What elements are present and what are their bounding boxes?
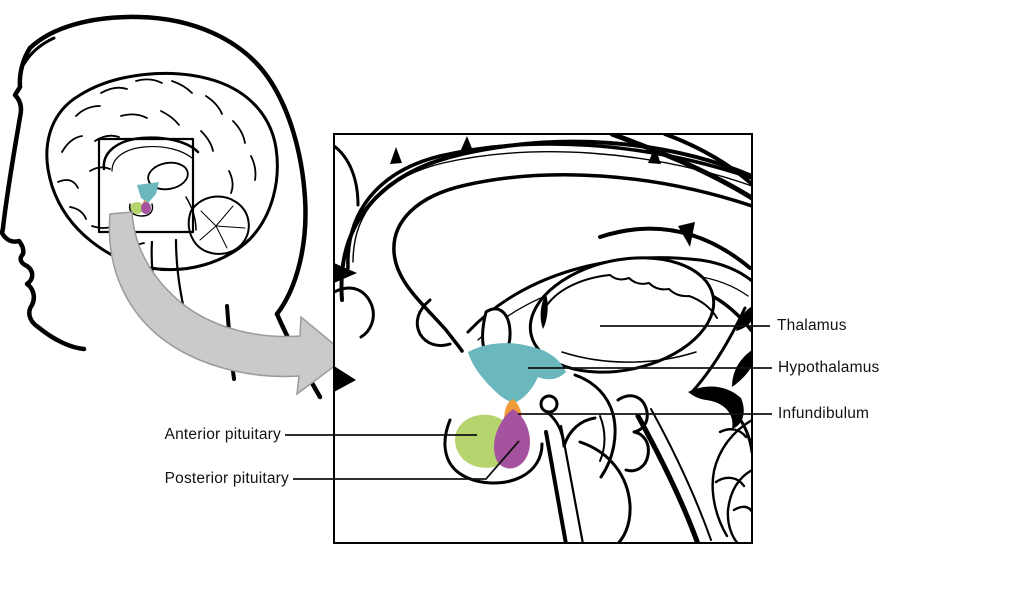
- mini-cerebellum-folia: [199, 205, 246, 249]
- mammillary-body: [539, 394, 559, 414]
- clivus-line-2: [559, 424, 584, 543]
- posterior-pituitary-shape: [494, 409, 530, 469]
- face-profile: [0, 45, 87, 352]
- cortex-arc-left: [334, 144, 360, 207]
- corpus-callosum-outer-double: [352, 151, 752, 263]
- label-hypothalamus: Hypothalamus: [778, 359, 880, 376]
- magnify-arrow: [108, 211, 350, 396]
- dorsum-sellae-2: [562, 416, 597, 448]
- mini-posterior-pituitary-shape: [141, 202, 151, 214]
- pons-outline: [578, 440, 632, 543]
- brain-outline: [45, 71, 279, 272]
- tentorium-line: [690, 306, 747, 394]
- cortex-gyrus-left-low: [334, 286, 375, 339]
- mini-thalamus: [147, 161, 189, 191]
- colliculi: [616, 394, 650, 473]
- zoom-rectangle: [97, 137, 195, 234]
- leader-line-posterior-pituitary: [293, 440, 520, 480]
- brain-gyri: [57, 78, 257, 246]
- cortex-band-tr-3: [598, 226, 752, 270]
- label-infundibulum: Infundibulum: [778, 405, 870, 422]
- mini-hypothalamus-shape: [137, 182, 159, 203]
- thalamus-lower-line: [561, 351, 697, 363]
- thalamus-inner-wave: [544, 274, 718, 319]
- corpus-callosum-inner: [392, 173, 752, 353]
- velum-line-2: [650, 408, 712, 541]
- cortex-spike-tr-2: [678, 222, 695, 247]
- label-thalamus: Thalamus: [777, 317, 847, 334]
- mini-pituitary-outline: [128, 203, 154, 217]
- mini-cerebellum: [187, 195, 250, 255]
- detail-view: [285, 133, 772, 544]
- cortex-spike-left-2: [334, 366, 356, 392]
- label-posterior-pituitary: Posterior pituitary: [164, 470, 289, 487]
- velum-line-1: [635, 413, 701, 543]
- label-anterior-pituitary: Anterior pituitary: [164, 426, 281, 443]
- cerebellum-arbor-vitae: [711, 418, 752, 543]
- clivus-line-1: [544, 430, 568, 543]
- thalamus-crescent: [540, 294, 548, 329]
- corpus-callosum-outer: [346, 142, 752, 270]
- hypothalamus-shape: [468, 343, 566, 403]
- mini-anterior-pituitary-shape: [130, 202, 144, 214]
- mini-corpus-callosum-inner: [111, 145, 193, 172]
- head-figure: [0, 14, 323, 400]
- cortex-band-tr-1: [609, 134, 752, 201]
- aqueduct: [599, 415, 606, 462]
- sella-outline: [443, 418, 544, 485]
- cortex-band-tr-2: [663, 134, 752, 186]
- cortex-spike-top-2: [460, 136, 473, 152]
- cortex-flame-right-1: [736, 306, 752, 331]
- head-outline: [27, 14, 308, 317]
- cerebellum-black-wedge: [688, 386, 744, 429]
- cortex-spike-top-1: [390, 147, 402, 164]
- corpus-callosum-genu-hook: [415, 298, 452, 348]
